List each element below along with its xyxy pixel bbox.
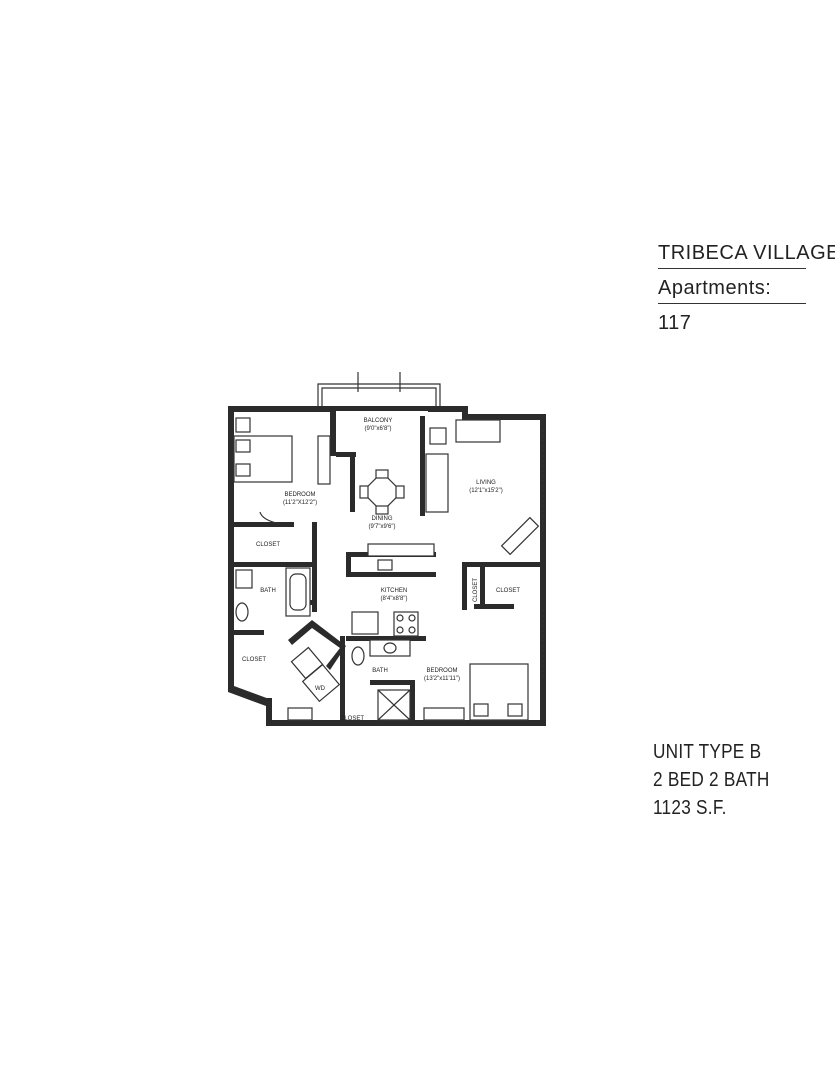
label-bath2: BATH — [372, 668, 388, 674]
label-closet3: CLOSET — [496, 588, 520, 594]
dining-table — [359, 469, 405, 515]
label-bedroom1-dim: (11'2"X12'2") — [283, 500, 317, 506]
label-living: LIVING — [476, 480, 496, 486]
label-bedroom1: BEDROOM — [284, 492, 315, 498]
property-name: TRIBECA VILLAGE — [658, 240, 835, 269]
label-balcony-dim: (9'0"x6'8") — [365, 426, 392, 432]
label-living-dim: (12'1"x15'2") — [469, 488, 503, 494]
label-closet4: CLOSET — [242, 657, 266, 663]
label-dining-dim: (9'7"x9'6") — [369, 524, 396, 530]
living-furniture — [425, 419, 540, 556]
label-closet1: CLOSET — [256, 542, 280, 548]
kitchen-fixtures — [351, 543, 435, 637]
label-dining: DINING — [372, 516, 393, 522]
label-bath1: BATH — [260, 588, 276, 594]
label-closet5: CLOSET — [340, 716, 364, 722]
unit-beds-baths: 2 BED 2 BATH — [653, 769, 770, 791]
property-type: Apartments: — [658, 275, 806, 304]
unit-info-block: UNIT TYPE B 2 BED 2 BATH 1123 S.F. — [653, 738, 793, 822]
interior-walls — [234, 416, 544, 726]
label-kitchen: KITCHEN — [381, 588, 407, 594]
bath2-fixtures — [351, 639, 411, 721]
unit-area: 1123 S.F. — [653, 797, 727, 819]
property-title-block: TRIBECA VILLAGE Apartments: 117 — [658, 240, 835, 344]
bedroom1-furniture — [233, 417, 331, 525]
unit-type: UNIT TYPE B — [653, 741, 762, 763]
balcony-railing — [317, 372, 441, 408]
bedroom2-furniture — [287, 663, 529, 721]
bath1-fixtures — [235, 567, 311, 622]
exterior-walls — [228, 406, 546, 726]
label-balcony: BALCONY — [364, 418, 393, 424]
label-wd: WD — [315, 686, 326, 692]
label-bedroom2-dim: (13'2"x11'11") — [424, 676, 460, 682]
label-closet2: CLOSET — [473, 578, 479, 602]
label-bedroom2: BEDROOM — [426, 668, 457, 674]
unit-number: 117 — [658, 312, 692, 334]
room-labels: BALCONY (9'0"x6'8") BEDROOM (11'2"X12'2"… — [242, 418, 520, 722]
washer-dryer — [290, 646, 341, 703]
label-kitchen-dim: (8'4"x8'8") — [381, 596, 408, 602]
